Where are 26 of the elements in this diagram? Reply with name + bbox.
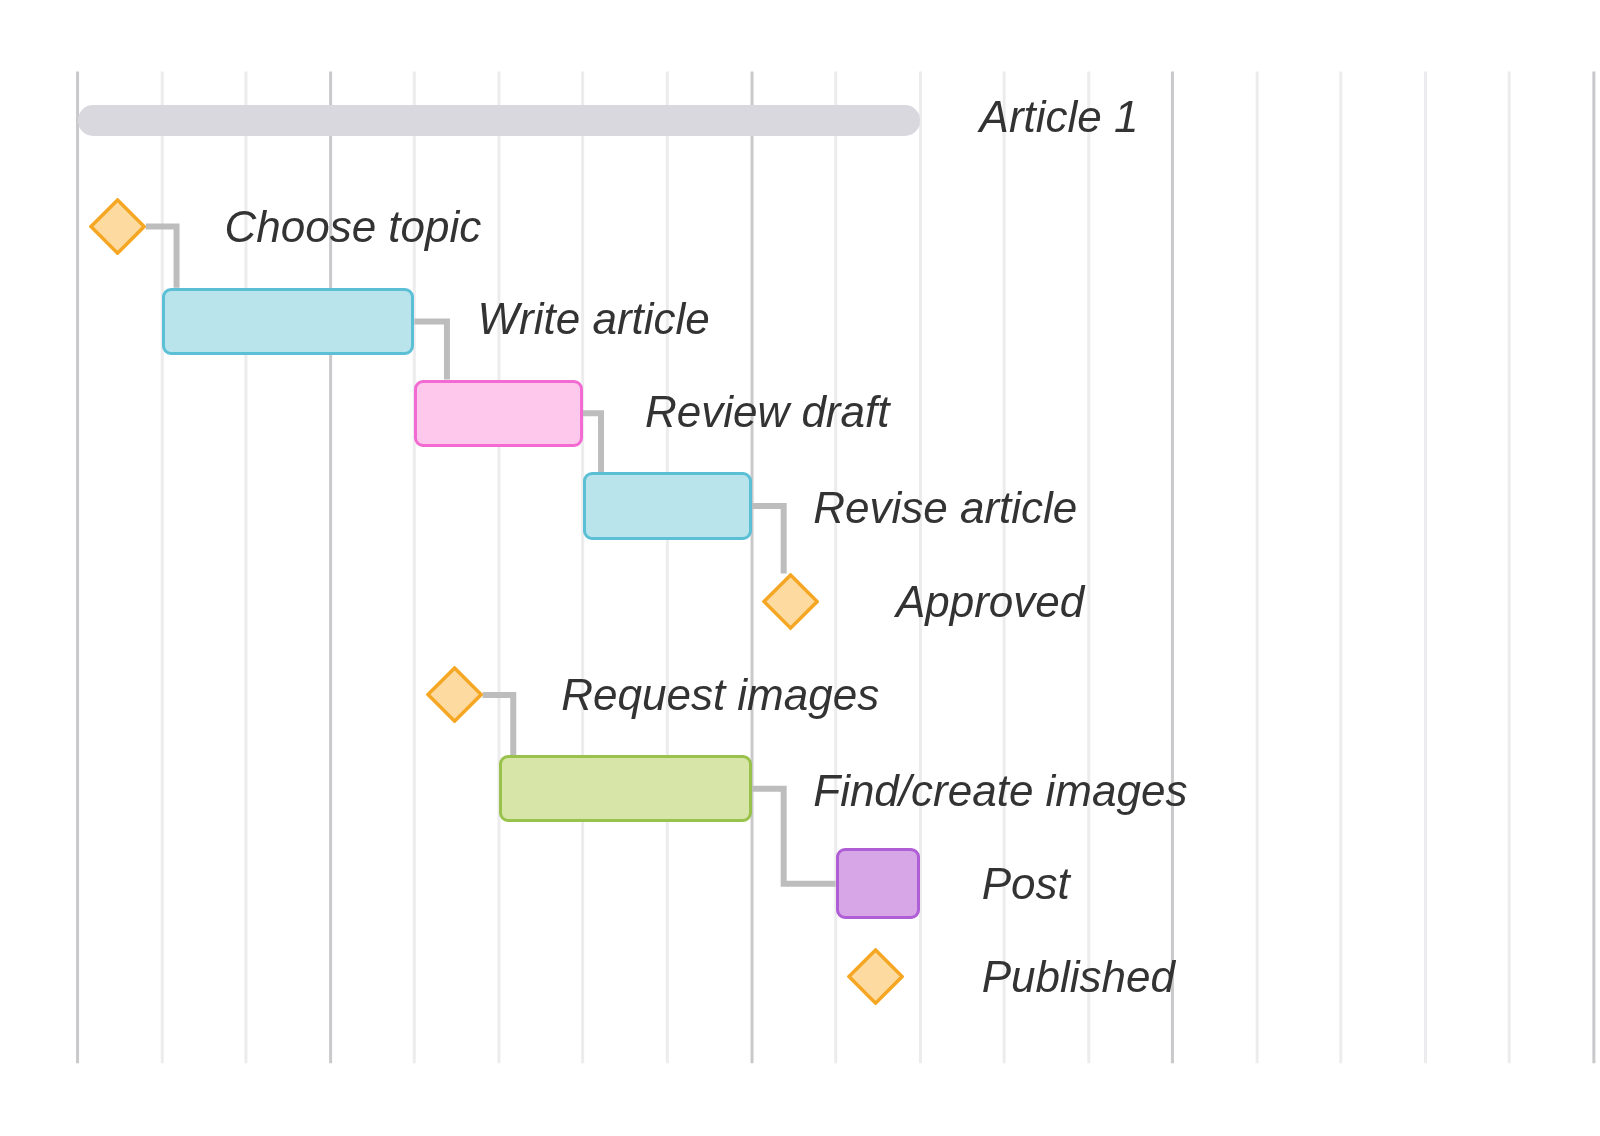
- task-name: Request images: [561, 672, 880, 717]
- connector-line: [145, 223, 180, 288]
- connector-line: [582, 410, 604, 473]
- task-bar: [498, 755, 752, 823]
- connector-line: [752, 503, 787, 574]
- task-name: Article 1: [979, 95, 1139, 140]
- task-bar: [414, 379, 583, 447]
- milestone-diamond: [846, 947, 905, 1006]
- task-bar: [835, 847, 921, 920]
- milestone-diamond: [88, 197, 146, 256]
- milestone-diamond: [762, 573, 820, 631]
- task-name: Find/create images: [813, 768, 1188, 813]
- task-name: Published: [981, 954, 1175, 999]
- milestone-diamond: [425, 666, 483, 724]
- task-name: Review draft: [644, 390, 890, 435]
- task-name: Choose topic: [224, 204, 482, 249]
- task-name: Revise article: [813, 486, 1078, 531]
- task-name: Write article: [477, 297, 710, 342]
- task-bar: [582, 472, 752, 540]
- connector-line: [752, 785, 836, 887]
- task-name: Post: [981, 861, 1070, 906]
- task-name: Approved: [895, 580, 1085, 625]
- task-bar: [162, 287, 415, 356]
- summary-bar: [77, 105, 921, 136]
- connector-line: [482, 691, 517, 756]
- connector-line: [414, 318, 450, 380]
